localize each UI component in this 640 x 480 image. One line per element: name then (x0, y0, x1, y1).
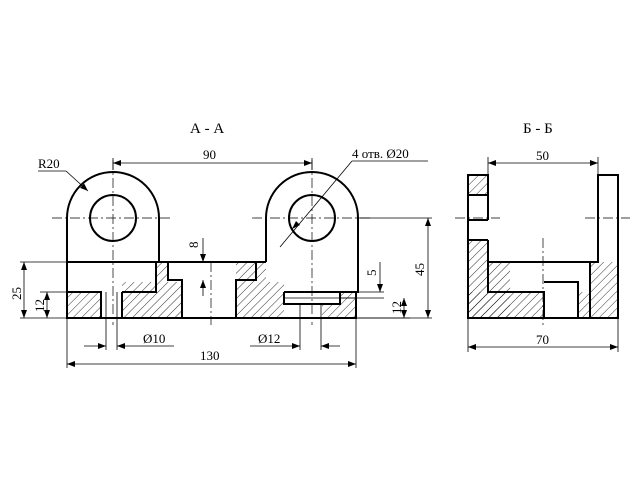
dim-130: 130 (66, 318, 357, 368)
section-a-title: А - А (190, 121, 224, 137)
dim-12-left: 12 (32, 291, 67, 318)
section-a-hatching (67, 262, 356, 318)
dia-10-label: Ø10 (143, 331, 165, 346)
dim-12-left-label: 12 (32, 299, 47, 312)
dim-5: 5 (340, 262, 384, 299)
dim-dia-12: Ø12 (250, 318, 340, 350)
dim-8-label: 8 (186, 242, 201, 249)
left-lug-outline (66, 171, 160, 262)
section-b-title: Б - Б (523, 121, 553, 137)
radius-label: R20 (38, 156, 60, 171)
dim-25-label: 25 (9, 287, 24, 300)
holes-leader: 4 отв. Ø20 (279, 146, 428, 248)
dim-50: 50 (487, 148, 599, 175)
dim-50-label: 50 (536, 148, 549, 163)
dim-dia-10: Ø10 (84, 318, 174, 350)
dim-12-right: 12 (356, 298, 410, 319)
section-a-a: 90 R20 4 отв. Ø20 130 Ø10 (9, 121, 432, 368)
dim-90-label: 90 (203, 147, 216, 162)
dim-25-left: 25 (9, 261, 67, 319)
dim-130-label: 130 (200, 348, 220, 363)
section-b-b: 50 70 Б - Б (455, 121, 630, 352)
right-lug-outline (265, 171, 359, 262)
dia-12-label: Ø12 (258, 331, 280, 346)
dim-45-label: 45 (412, 263, 427, 276)
dim-70: 70 (467, 318, 619, 352)
dim-12-right-label: 12 (389, 301, 404, 314)
base-outline (66, 261, 359, 319)
dim-70-label: 70 (536, 332, 549, 347)
dim-45: 45 (356, 217, 432, 319)
radius-leader: R20 (38, 156, 89, 192)
dim-5-label: 5 (364, 270, 379, 277)
dim-90: 90 (112, 147, 313, 170)
dim-8: 8 (168, 238, 210, 296)
holes-label: 4 отв. Ø20 (352, 146, 409, 161)
section-a-centerlines (52, 160, 372, 325)
